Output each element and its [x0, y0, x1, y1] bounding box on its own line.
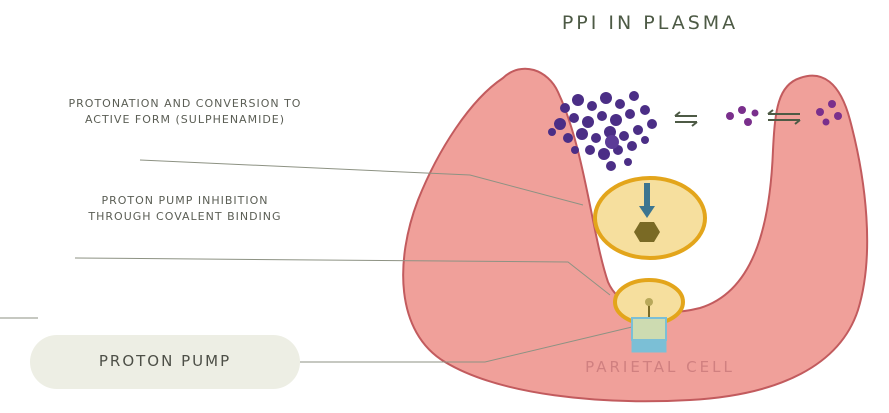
ppi-molecule-group-small	[726, 106, 759, 126]
proton-pump-label: PROTON PUMP	[30, 352, 300, 370]
diagram-title: PPI IN PLASMA	[500, 12, 800, 34]
parietal-cell-label: PARIETAL CELL	[520, 358, 800, 376]
proton-pump-base	[632, 340, 666, 352]
protonation-label: PROTONATION AND CONVERSION TO ACTIVE FOR…	[60, 96, 310, 128]
pump-binding-site	[645, 298, 653, 306]
proton-pump-box	[632, 318, 666, 340]
equilibrium-arrow-1	[675, 112, 697, 126]
inhibition-label: PROTON PUMP INHIBITION THROUGH COVALENT …	[70, 193, 300, 225]
